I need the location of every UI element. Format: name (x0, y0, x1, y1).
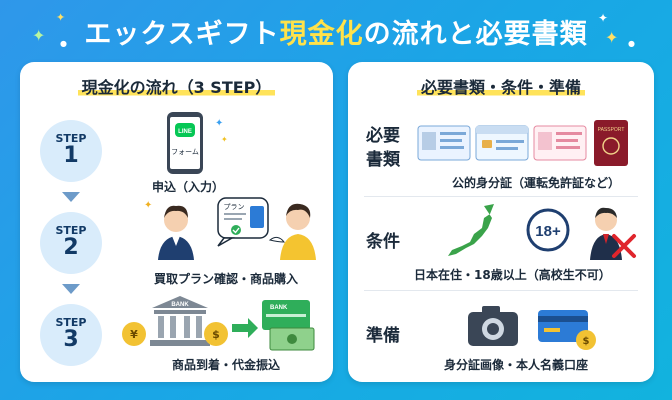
page-title: エックスギフト現金化の流れと必要書類 (0, 12, 672, 52)
requirements-heading: 必要書類・条件・準備 (348, 74, 654, 98)
bank-icon: BANK (150, 296, 210, 346)
sparkle-icon: ✦ (144, 200, 152, 211)
conditions-caption: 日本在住・18歳以上（高校生不可） (414, 268, 611, 282)
title-suffix: の流れと必要書類 (363, 19, 588, 50)
requirements-panel: 必要書類・条件・準備 必要 書類 PASSPORT (348, 62, 654, 382)
plan-text: プラン (224, 203, 245, 211)
preparation-label: 準備 (366, 326, 400, 346)
credit-card-icon: $ (538, 310, 596, 350)
documents-label: 必要 書類 (366, 126, 400, 170)
sparkle-icon: ✦ (32, 26, 46, 45)
sparkle-icon: ✦ (221, 135, 228, 144)
svg-text:18+: 18+ (535, 223, 561, 240)
age-18-badge: 18+ (526, 208, 570, 252)
passport-icon: PASSPORT (594, 120, 628, 166)
yen-bag-icon (122, 322, 146, 346)
svg-text:PASSPORT: PASSPORT (598, 127, 625, 133)
title-main: エックスギフト (84, 19, 280, 50)
right-arrow-icon (232, 318, 258, 338)
sparkle-icon: ● (628, 39, 635, 48)
conditions-label: 条件 (366, 232, 400, 252)
sparkle-icon: ✦ (598, 11, 609, 25)
flow-panel: 現金化の流れ（3 STEP） STEP 1 LINE フォーム ✦ ✦ 申込（入… (20, 62, 333, 382)
step-3-caption: 商品到着・代金振込 (171, 358, 280, 372)
svg-text:$: $ (212, 328, 220, 341)
documents-caption: 公的身分証（運転免許証など） (452, 176, 621, 190)
flow-heading: 現金化の流れ（3 STEP） (20, 74, 333, 98)
down-arrow-icon (62, 192, 80, 202)
step-2-badge: STEP 2 (40, 212, 102, 274)
health-insurance-card-icon (475, 125, 529, 161)
divider (364, 290, 638, 291)
consultation-illustration: ✦ プラン (144, 197, 316, 260)
line-logo-text: LINE (178, 129, 192, 135)
japan-map-icon (448, 204, 494, 256)
svg-text:¥: ¥ (130, 328, 138, 341)
svg-text:BANK: BANK (171, 302, 189, 308)
title-highlight: 現金化 (279, 19, 364, 50)
smartphone-icon: LINE フォーム ✦ ✦ (167, 112, 228, 174)
sparkle-icon: ✦ (56, 11, 66, 24)
camera-icon (468, 306, 518, 346)
sparkle-icon: ● (60, 39, 67, 48)
sparkle-icon: ✦ (215, 118, 223, 129)
student-not-allowed-icon (590, 207, 636, 260)
form-text: フォーム (171, 148, 199, 156)
bankbook-icon: BANK (262, 300, 315, 351)
preparation-caption: 身分証画像・本人名義口座 (444, 358, 589, 372)
step-2-caption: 買取プラン確認・商品購入 (153, 272, 298, 286)
drivers-license-icon (417, 125, 471, 161)
my-number-card-icon (533, 125, 587, 161)
id-documents-illustration: PASSPORT (417, 120, 628, 166)
conditions-illustration: 18+ (448, 204, 636, 260)
divider (364, 196, 638, 197)
step-1-badge: STEP 1 (40, 120, 102, 182)
sparkle-icon: ✦ (605, 28, 619, 47)
svg-text:BANK: BANK (270, 305, 288, 311)
bank-transfer-illustration: ¥ BANK $ BANK (122, 296, 315, 351)
step-1-caption: 申込（入力） (151, 180, 224, 194)
step-3-badge: STEP 3 (40, 304, 102, 366)
down-arrow-icon (62, 284, 80, 294)
preparation-illustration: $ (468, 306, 596, 350)
dollar-bag-icon (204, 322, 228, 346)
svg-text:$: $ (583, 336, 590, 347)
